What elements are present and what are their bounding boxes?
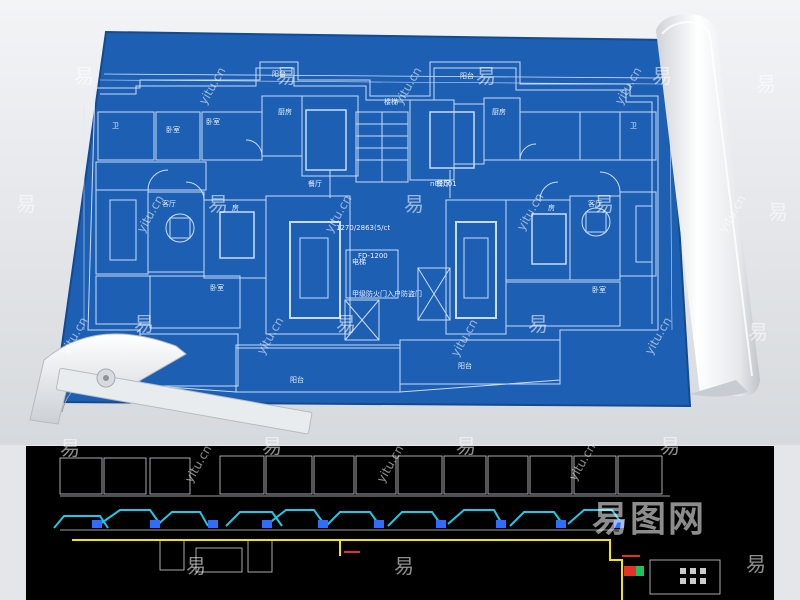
label-living-left: 客厅 [162, 199, 176, 208]
label-dims: 1270/2863(5/ct [336, 224, 390, 232]
label-living-right: 客厅 [588, 199, 602, 208]
watermark-char: 易 [60, 436, 80, 460]
watermark-char: 易 [528, 312, 548, 336]
label-toilet-right: 卫 [630, 122, 637, 130]
watermark-char: 易 [594, 192, 614, 216]
label-bedroom-1: 卧室 [166, 125, 180, 134]
watermark-char: 易 [476, 64, 496, 88]
watermark-char: 易 [74, 64, 94, 88]
label-dining-left: 餐厅 [308, 179, 322, 188]
label-door-code: FD-1200 [358, 252, 388, 260]
watermark-char: 易 [276, 64, 296, 88]
label-room-right: 房 [548, 203, 555, 212]
watermark-char: 易 [208, 192, 228, 216]
watermark-char: 易 [456, 434, 476, 458]
label-balcony-bottom-right: 阳台 [458, 361, 472, 370]
watermark-char: 易 [768, 200, 788, 224]
watermark-char: 易 [756, 72, 776, 96]
floor-plan [83, 61, 673, 393]
label-unit-code: n02001 [430, 180, 457, 188]
label-bedroom-3: 卧室 [210, 283, 224, 292]
label-note: 甲级防火门入户防盗门 [352, 289, 422, 298]
watermark-char: 易 [134, 312, 154, 336]
protractor [29, 333, 313, 435]
watermark-char: 易 [262, 434, 282, 458]
label-dining-right: 餐厅 [436, 179, 450, 188]
watermark-char: 易 [746, 552, 766, 576]
label-kitchen-left: 厨房 [278, 107, 292, 116]
paper-roll [656, 14, 760, 397]
label-kitchen-right: 厨房 [492, 107, 506, 116]
watermark-char: 易 [16, 192, 36, 216]
watermark-char: 易 [404, 192, 424, 216]
watermark-char: 易 [652, 64, 672, 88]
brand-watermark: 易图网 [592, 499, 707, 540]
watermark-char: 易 [336, 312, 356, 336]
label-bedroom-4: 卧室 [592, 285, 606, 294]
label-toilet-left: 卫 [112, 122, 119, 130]
watermark-char: 易 [660, 434, 680, 458]
watermark-char: 易 [394, 554, 414, 578]
label-bedroom-2: 卧室 [206, 117, 220, 126]
watermark-char: 易 [186, 554, 206, 578]
label-room-left: 房 [232, 203, 239, 212]
label-stair: 楼梯 [384, 97, 398, 106]
cad-panel [26, 446, 774, 600]
blueprint-sheet [52, 30, 692, 408]
label-elevator: 电梯 [352, 257, 366, 266]
label-balcony-top-left: 阳台 [272, 69, 286, 78]
label-balcony-bottom-left: 阳台 [290, 375, 304, 384]
label-balcony-top-right: 阳台 [460, 71, 474, 80]
watermark-char: 易 [748, 320, 768, 344]
